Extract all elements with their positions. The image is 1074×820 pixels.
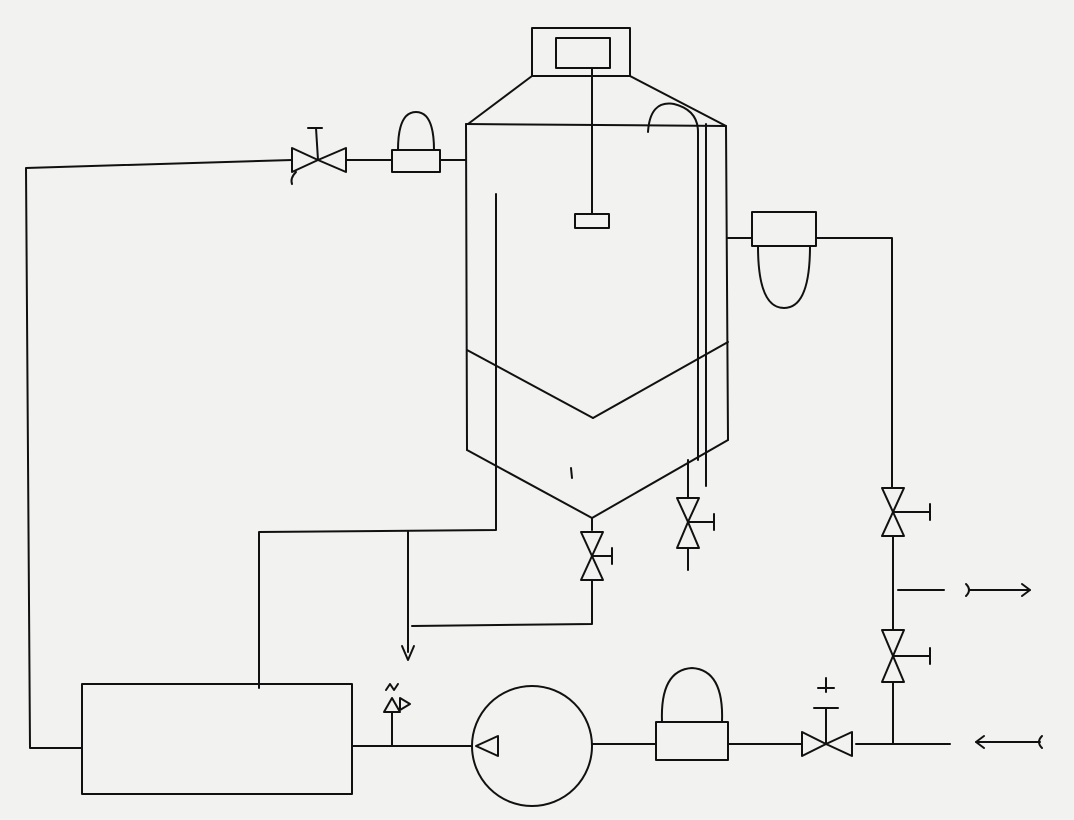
right-valve-lower-icon: [881, 629, 931, 683]
inlet-arrow-icon: [975, 735, 1043, 749]
receiver-tank-icon: [81, 683, 353, 795]
bottom-valve-icon: [580, 531, 613, 581]
outlet-arrow-icon: [965, 583, 1031, 597]
steam-trap-right-icon: [751, 211, 817, 309]
steam-trap-top-icon: [391, 111, 441, 173]
right-valve-upper-icon: [881, 487, 931, 537]
control-box: [531, 27, 631, 77]
return-line-left: [25, 159, 293, 749]
bottom-drain-line: [411, 579, 593, 627]
drain-arrow-icon: [401, 645, 415, 661]
coil-valve-icon: [676, 459, 715, 571]
vessel-icon: [465, 123, 729, 519]
agitator-icon: [574, 67, 610, 229]
pump-icon: [471, 685, 593, 807]
vessel-hood: [467, 75, 727, 127]
right-riser: [815, 237, 893, 489]
bottom-inlet-valve-icon: [801, 677, 853, 757]
top-valve-icon: [290, 127, 347, 185]
dip-tube: [258, 193, 497, 689]
steam-trap-bottom-icon: [655, 667, 729, 761]
relief-valve-icon: [383, 683, 411, 747]
coil-pipe: [647, 102, 707, 487]
